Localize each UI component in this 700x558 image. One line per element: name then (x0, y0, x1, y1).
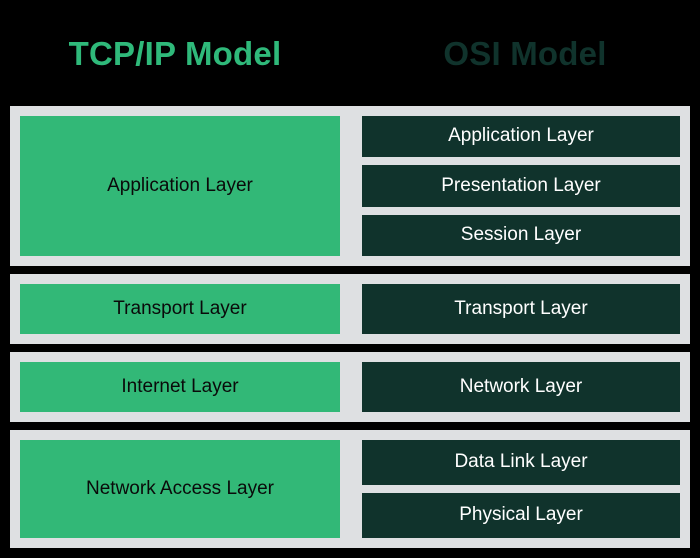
tcpip-column-row1: Application Layer (20, 116, 340, 256)
layer-row-transport: Transport Layer Transport Layer (10, 274, 690, 344)
osi-model-title: OSI Model (443, 34, 607, 72)
osi-column-row3: Network Layer (362, 362, 680, 412)
header-cell-tcpip: TCP/IP Model (0, 0, 350, 106)
osi-layer-box[interactable]: Network Layer (362, 362, 680, 412)
osi-layer-box[interactable]: Transport Layer (362, 284, 680, 334)
tcpip-layer-box[interactable]: Transport Layer (20, 284, 340, 334)
diagram-header: TCP/IP Model OSI Model (0, 0, 700, 106)
layer-row-internet-network: Internet Layer Network Layer (10, 352, 690, 422)
header-cell-osi: OSI Model (350, 0, 700, 106)
tcpip-column-row2: Transport Layer (20, 284, 340, 334)
tcpip-column-row4: Network Access Layer (20, 440, 340, 538)
tcpip-layer-box[interactable]: Application Layer (20, 116, 340, 256)
osi-layer-box[interactable]: Session Layer (362, 214, 680, 256)
tcpip-column-row3: Internet Layer (20, 362, 340, 412)
osi-layer-box[interactable]: Application Layer (362, 116, 680, 158)
osi-layer-box[interactable]: Physical Layer (362, 493, 680, 538)
osi-column-row4: Data Link Layer Physical Layer (362, 440, 680, 538)
tcpip-layer-box[interactable]: Network Access Layer (20, 440, 340, 538)
tcpip-model-title: TCP/IP Model (68, 34, 282, 72)
osi-layer-box[interactable]: Presentation Layer (362, 165, 680, 207)
layer-row-network-access: Network Access Layer Data Link Layer Phy… (10, 430, 690, 548)
osi-layer-box[interactable]: Data Link Layer (362, 440, 680, 485)
layer-rows: Application Layer Application Layer Pres… (0, 106, 700, 558)
tcpip-layer-box[interactable]: Internet Layer (20, 362, 340, 412)
osi-column-row1: Application Layer Presentation Layer Ses… (362, 116, 680, 256)
layer-row-application: Application Layer Application Layer Pres… (10, 106, 690, 266)
osi-column-row2: Transport Layer (362, 284, 680, 334)
